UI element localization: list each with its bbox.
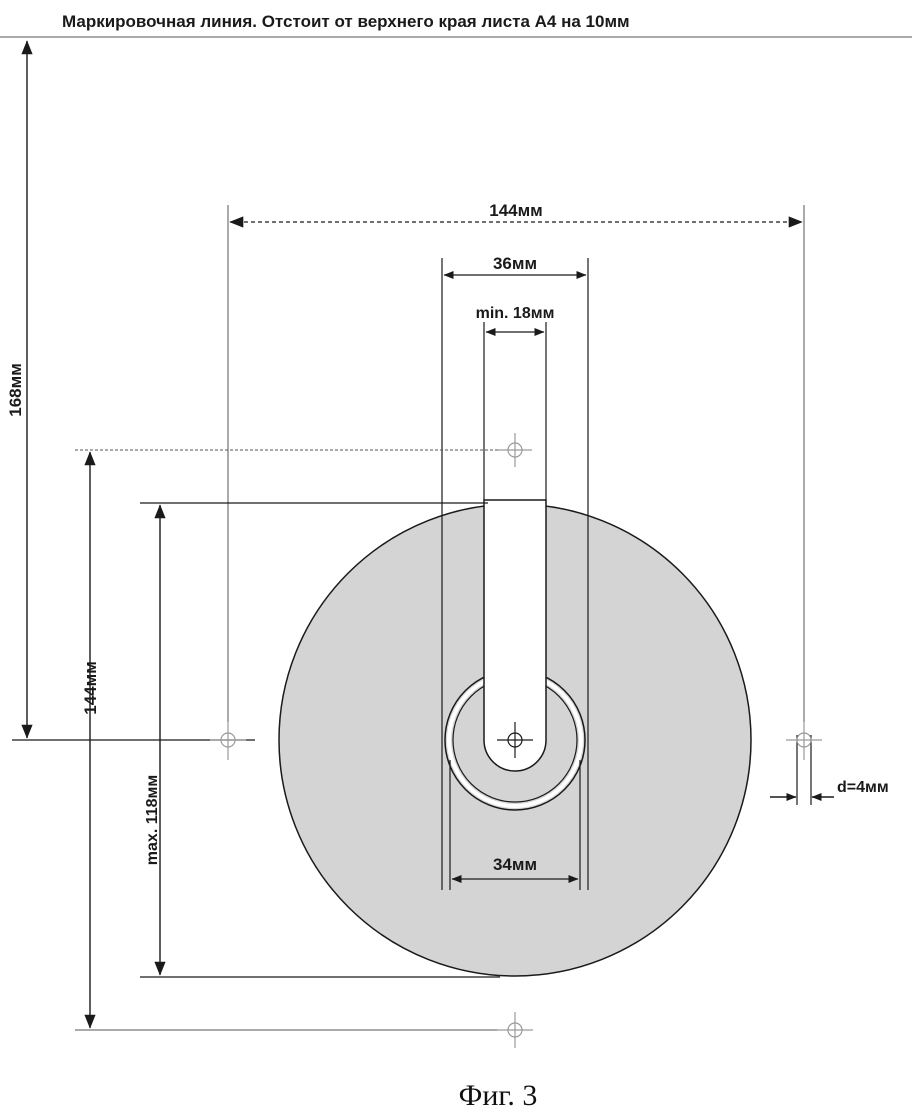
total-height-label: 168мм (6, 363, 25, 417)
hole-mark-left (210, 722, 246, 760)
slot-outer-label: 36мм (493, 254, 537, 273)
max-height-label: max. 118мм (144, 775, 161, 865)
marking-line-label: Маркировочная линия. Отстоит от верхнего… (62, 12, 630, 31)
hub-diameter-label: 34мм (493, 855, 537, 874)
hole-mark-bottom (497, 1012, 533, 1048)
hole-diameter-label: d=4мм (837, 779, 889, 796)
hole-spacing-label: 144мм (81, 661, 100, 715)
hole-mark-right (786, 722, 822, 760)
slot-min-label: min. 18мм (476, 305, 555, 322)
hole-mark-top (498, 433, 532, 467)
figure-caption: Фиг. 3 (459, 1079, 538, 1112)
overall-width-label: 144мм (489, 201, 543, 220)
